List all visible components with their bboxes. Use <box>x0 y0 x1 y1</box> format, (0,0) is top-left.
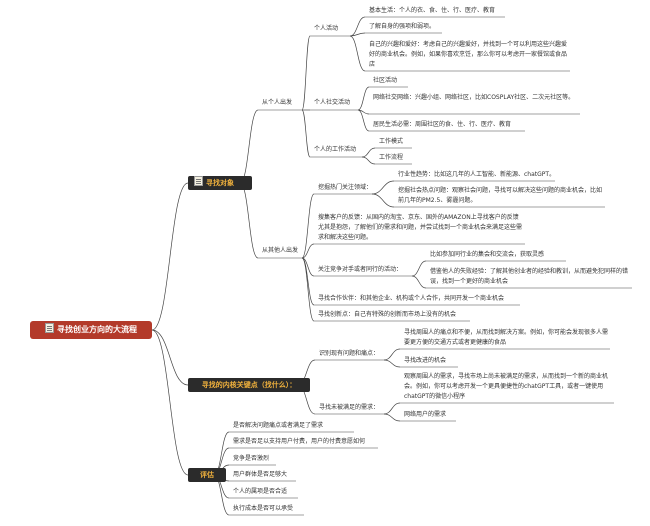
connector-line <box>349 35 366 72</box>
from-others-node[interactable]: 从其他人出发 <box>262 247 299 254</box>
partners-node[interactable]: 寻找合作伙伴：和其他企业、机构或个人合作，共同开发一个商业机会 <box>318 295 505 302</box>
connector-line <box>411 275 427 289</box>
document-icon <box>194 176 203 186</box>
hot-fields-item[interactable]: 行业性趋势：比如这几年的人工智能、新能源、chatGPT。 <box>398 171 556 178</box>
competitors-node[interactable]: 关注竞争对手或者同行的活动： <box>318 266 403 273</box>
evaluate-item[interactable]: 用户群体是否足够大 <box>233 471 288 478</box>
work-activity-item[interactable]: 工作流程 <box>379 154 404 161</box>
competitors-item[interactable]: 借鉴他人的失败经验：了解其他创业者的经验和教训，从而避免犯同样的错误，找到一个更… <box>430 268 629 285</box>
evaluate-item[interactable]: 需求是否足以支持用户付费，用户的付费意愿如何 <box>233 438 366 445</box>
innovation-node[interactable]: 寻找创新点：自己有特殊的创新而市场上没有的机会 <box>318 311 457 318</box>
evaluate-item[interactable]: 执行成本是否可以承受 <box>233 505 294 512</box>
connector-line <box>383 348 401 361</box>
connector-line <box>239 182 259 259</box>
connector-line <box>301 257 315 322</box>
connector-line <box>151 329 189 386</box>
branch-key-points[interactable]: 寻找的内核关键点（找什么）： <box>188 378 310 392</box>
unmet-needs-item[interactable]: 观察周围人的需求，寻找市场上尚未被满足的需求，从而找到一个新的商业机会。例如，你… <box>404 373 609 400</box>
connector-line <box>357 86 370 111</box>
branch-target[interactable]: 寻找对象 <box>188 176 252 190</box>
branch-target-label: 寻找对象 <box>206 179 234 187</box>
branch-evaluate[interactable]: 评估 <box>188 468 226 482</box>
document-icon <box>45 323 54 333</box>
social-activity-item[interactable]: 网络社交网络：兴趣小组、网络社区，比如COSPLAY社区、二次元社区等。 <box>373 94 575 101</box>
unmet-needs-item[interactable]: 网络用户的需求 <box>404 411 447 418</box>
personal-activity-item[interactable]: 了解自身的强项和弱项。 <box>369 23 436 30</box>
connector-line <box>301 109 311 158</box>
pain-points-item[interactable]: 寻找改进的机会 <box>404 357 447 364</box>
connector-line <box>383 402 401 415</box>
pain-points-node[interactable]: 识别现有问题和痛点： <box>319 350 380 357</box>
from-self-node[interactable]: 从个人出发 <box>262 99 293 106</box>
social-activity-node[interactable]: 个人社交活动 <box>314 99 351 106</box>
work-activity-node[interactable]: 个人的工作活动 <box>314 146 357 153</box>
personal-activity-item[interactable]: 自己的兴趣和爱好：考虑自己的兴趣爱好，并找到一个可以利用这些兴趣爱好的商业机会。… <box>369 41 568 68</box>
evaluate-item[interactable]: 竞争是否激烈 <box>233 455 270 462</box>
connector-line <box>357 109 370 132</box>
competitors-item[interactable]: 比如参加同行业的集会和交流会，获取灵感 <box>430 251 545 258</box>
evaluate-item[interactable]: 是否解决问题痛点或者满足了需求 <box>233 422 324 429</box>
root-node[interactable]: 寻找创业方向的大流程 <box>30 321 152 339</box>
connector-line <box>371 193 395 208</box>
hot-fields-item[interactable]: 挖掘社会热点问题：观察社会问题，寻找可以解决这些问题的商业机会，比如前几年的PM… <box>398 187 603 204</box>
work-activity-item[interactable]: 工作模式 <box>379 138 404 145</box>
social-activity-item[interactable]: 社区活动 <box>373 77 398 84</box>
evaluate-item[interactable]: 个人的属项是否合适 <box>233 488 288 495</box>
connector-line <box>301 35 311 111</box>
connector-line <box>371 180 395 195</box>
connector-line <box>301 243 315 259</box>
pain-points-item[interactable]: 寻找周围人的痛点和不便，从而找到解决方案。例如，你可能会发现很多人需要更方便的交… <box>404 329 609 346</box>
personal-activity-item[interactable]: 基本生活：个人的衣、食、住、行、医疗、教育 <box>369 7 496 14</box>
connector-line <box>349 32 366 37</box>
connector-line <box>301 193 315 259</box>
connector-line <box>151 329 189 476</box>
connector-line <box>411 260 427 277</box>
personal-activity-node[interactable]: 个人活动 <box>314 25 339 32</box>
connector-line <box>383 359 401 368</box>
connector-line <box>151 182 189 331</box>
root-label: 寻找创业方向的大流程 <box>57 325 137 334</box>
unmet-needs-node[interactable]: 寻找未被满足的需求： <box>319 404 380 411</box>
connector-line <box>349 16 366 37</box>
hot-fields-node[interactable]: 挖掘热门关注领域： <box>318 184 373 191</box>
connector-line <box>361 147 376 158</box>
customer-feedback-node[interactable]: 搜集客户的反馈：从国内的淘宝、京东、国外的AMAZON上寻找客户的反馈尤其是抱怨… <box>318 214 523 241</box>
social-activity-item[interactable]: 居民生活必需：周围社区的食、住、行、医疗、教育 <box>373 121 512 128</box>
connector-line <box>361 156 376 165</box>
connector-line <box>239 109 259 184</box>
connector-line <box>383 413 401 422</box>
connector-line <box>301 257 315 306</box>
